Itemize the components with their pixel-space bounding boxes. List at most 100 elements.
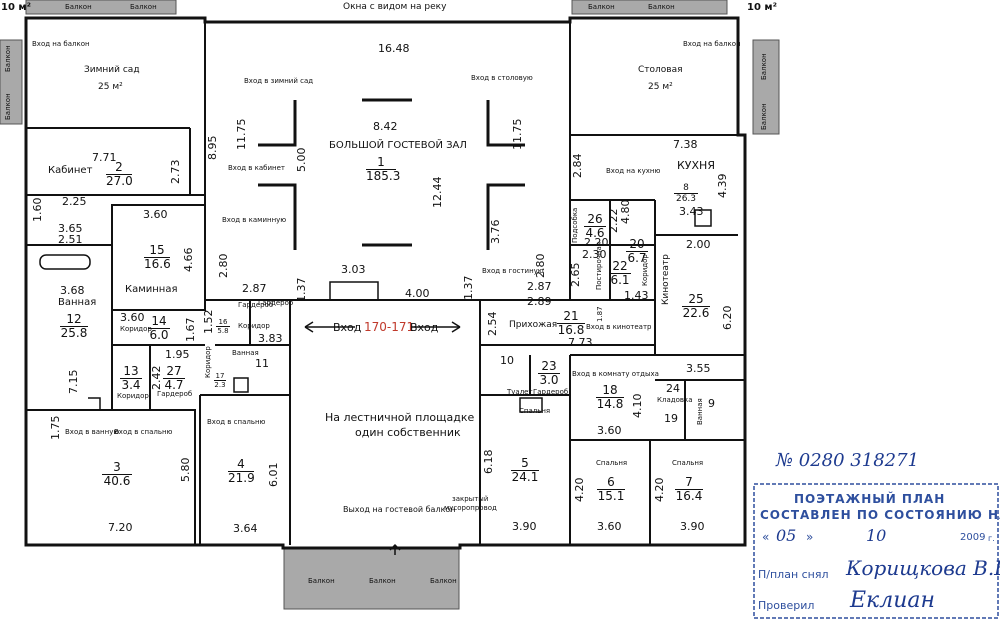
hall-dim-c: 12.44 [431, 176, 444, 209]
rest18-area: 14.8 [596, 397, 624, 411]
bed6-name: Спальня [596, 459, 628, 467]
fireplace-num: 15 [144, 244, 170, 258]
stamp-frame [753, 483, 999, 619]
stair-entry-left: Вход [333, 321, 362, 334]
lobby21-entry: Вход в гостиную [482, 267, 544, 275]
study-name: Кабинет [48, 165, 93, 176]
ward16-name: Гардероб [238, 301, 274, 309]
bath12-dim-w: 3.68 [60, 284, 85, 297]
kitchen-num: 8 [674, 183, 698, 194]
bed6-dim-h: 4.20 [573, 477, 586, 503]
ward16-dim-w: 2.87 [242, 282, 267, 295]
corr14-area: 6.0 [149, 328, 169, 342]
fireplace-dim-h: 4.66 [182, 247, 195, 273]
hall-dim-mid: 8.42 [373, 120, 398, 133]
stamp-month: 10 [866, 526, 887, 545]
pantry22-dim-w: 2.30 [582, 248, 607, 261]
balcony-left [0, 39, 23, 125]
bed5-name: Спальня [519, 407, 551, 415]
bed5-dim-h: 6.18 [482, 449, 495, 475]
stair-note-1: На лестничной площадке [325, 411, 475, 424]
bed7-name: Спальня [672, 459, 704, 467]
bath9-name: Ванная [696, 398, 704, 425]
lobby21-dim-c: 2.80 [534, 253, 547, 279]
stair-chute-2: мусоропровод [444, 504, 497, 512]
stair-entry-right: Вход [410, 321, 439, 334]
toilet10-name: Туалет [507, 388, 533, 396]
stair-dim-c: 1.37 [295, 277, 308, 303]
hall-dim-h2: 11.75 [511, 118, 524, 151]
winter-garden-area: 25 м² [98, 82, 123, 92]
dining-area: 25 м² [648, 82, 673, 92]
stamp-quote-2: » [806, 530, 814, 544]
ward16-dim-h: 1.52 [202, 309, 215, 335]
cinema-name: Кинотеатр [661, 254, 671, 305]
balcony-label-tl-2: Балкон [130, 3, 157, 11]
hall-num: 1 [366, 156, 396, 170]
lobby21-dim-h: 2.54 [486, 311, 499, 337]
pantry26-num: 26 [584, 213, 606, 227]
corr17-num: 17 [214, 372, 226, 381]
balcony-label-tr-1: Балкон [588, 3, 615, 11]
pantry26-name: Подсобка [571, 207, 579, 243]
study-dim-h: 2.73 [169, 159, 182, 185]
dining-balcony-entry: Вход на балкон [683, 40, 741, 48]
corr17-dim: 3.83 [258, 332, 283, 345]
c13-num: 13 [120, 365, 142, 379]
stamp-title-2: СОСТАВЛЕН ПО СОСТОЯНИЮ НА [760, 508, 1000, 522]
study-dim-c: 2.51 [58, 233, 83, 246]
stamp-quote-1: « [762, 530, 770, 544]
closet24-num: 24 [666, 382, 680, 395]
balcony-label-l: Балкон [4, 45, 12, 72]
stamp-year-suffix: г. [988, 534, 995, 543]
bed3-dim-w: 7.20 [108, 521, 133, 534]
corr20-num: 20 [626, 238, 648, 252]
c13-name: Коридор [117, 392, 149, 400]
corr17-name: Коридор [238, 322, 270, 330]
balcony-label-l2: Балкон [4, 93, 12, 120]
pantry26-area: 4.6 [585, 226, 605, 240]
hall-columns [258, 98, 525, 250]
kitchen-dim-x: 3.43 [679, 205, 704, 218]
w27-num: 27 [163, 365, 185, 379]
bed5-area: 24.1 [511, 470, 539, 484]
study-dim-d: 1.60 [31, 197, 44, 223]
balcony-top-right [571, 0, 728, 15]
cinema-area: 22.6 [682, 306, 710, 320]
w23-area: 3.0 [539, 373, 559, 387]
dining-name: Столовая [638, 65, 683, 75]
outer-walls [24, 16, 747, 550]
bed6-num: 6 [597, 476, 625, 490]
winter-garden-entry: Вход в зимний сад [244, 77, 314, 85]
stair-dim-d: 1.37 [462, 275, 475, 301]
study-dim-w: 7.71 [92, 151, 117, 164]
fireplace-name: Каминная [125, 284, 178, 295]
dining-entry: Вход в столовую [471, 74, 533, 82]
study-dim-a: 2.25 [62, 195, 87, 208]
cinema-entry: Вход в кинотеатр [586, 323, 652, 331]
ward16-area: 5.8 [217, 327, 229, 335]
hall-dim-r: 3.76 [489, 219, 502, 245]
pantry22-dim-h: 2.65 [569, 262, 582, 288]
inner-walls [26, 22, 745, 545]
rest18-dim-w: 3.60 [597, 424, 622, 437]
stair-dim-b: 4.00 [405, 287, 430, 300]
bed3-dim-v: 1.75 [49, 415, 62, 441]
c13-dim-w: 1.95 [165, 348, 190, 361]
hall-name: БОЛЬШОЙ ГОСТЕВОЙ ЗАЛ [329, 140, 467, 151]
study-num: 2 [106, 161, 132, 175]
balcony-top-left [25, 0, 177, 15]
pantry22-area: 6.1 [610, 273, 630, 287]
cinema-dim-h: 6.20 [721, 305, 734, 331]
fireplace-area: 16.6 [144, 257, 171, 271]
bed7-area: 16.4 [675, 489, 703, 503]
